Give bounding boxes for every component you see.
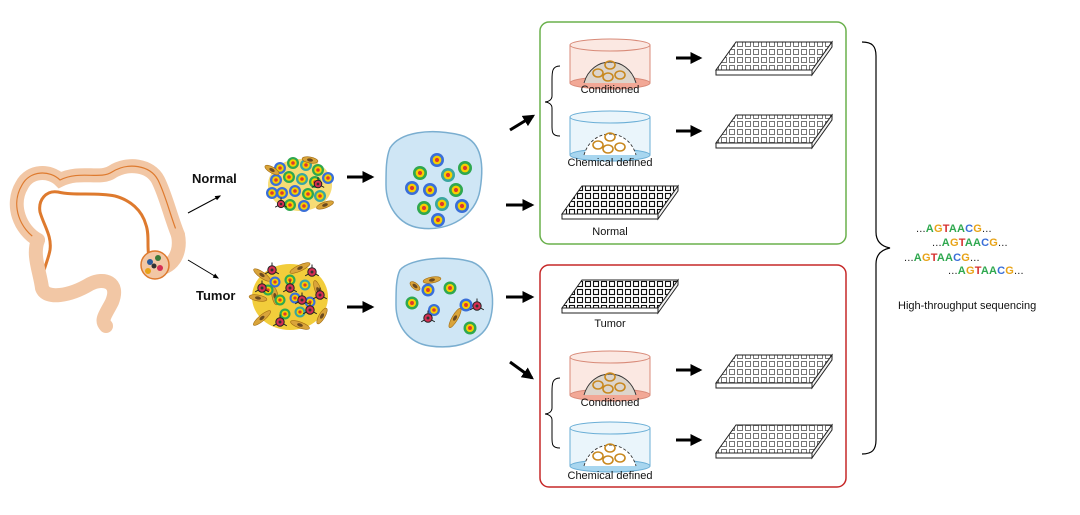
- bottom-conditioned-plate: [715, 353, 833, 390]
- sequence-read-2: ...AGTAACG...: [932, 237, 1008, 249]
- sequence-read-4: ...AGTAACG...: [948, 265, 1024, 277]
- tumor-plate-label: Tumor: [594, 318, 626, 330]
- arrow-colon-normal: [187, 195, 222, 214]
- arrow-torg-cultures: [509, 360, 534, 380]
- bottom-chemical-plate: [715, 423, 833, 460]
- bracket-top: [544, 65, 561, 137]
- arrow-colon-tumor: [187, 259, 220, 279]
- normal-branch-label: Normal: [192, 171, 237, 186]
- tumor-branch-label: Tumor: [196, 288, 236, 303]
- sequencing-label: High-throughput sequencing: [898, 300, 1037, 312]
- normal-cell-cluster: [264, 156, 334, 212]
- tumor-plate: [561, 278, 679, 315]
- top-conditioned-label: Conditioned: [580, 84, 640, 96]
- bottom-chemical-dish: [569, 421, 651, 473]
- bottom-conditioned-label: Conditioned: [580, 397, 640, 409]
- top-chemical-label: Chemical defined: [567, 157, 653, 169]
- top-conditioned-dish: [569, 38, 651, 90]
- normal-plate-label: Normal: [592, 226, 628, 238]
- normal-plate: [561, 184, 679, 221]
- sequence-read-1: ...AGTAACG...: [916, 223, 992, 235]
- tumor-box: [539, 264, 847, 488]
- tumor-organoid: [395, 257, 494, 348]
- sequencing-brace: [861, 41, 891, 455]
- top-chemical-dish: [569, 110, 651, 162]
- colon: [9, 159, 186, 333]
- bottom-chemical-label: Chemical defined: [567, 470, 653, 482]
- tumor-cell-cluster: [248, 262, 328, 330]
- top-conditioned-plate: [715, 40, 833, 77]
- normal-organoid: [385, 130, 483, 230]
- normal-box: [539, 21, 847, 245]
- arrow-norg-cultures: [509, 114, 536, 132]
- bottom-conditioned-dish: [569, 350, 651, 402]
- bracket-bottom: [544, 377, 561, 449]
- top-chemical-plate: [715, 113, 833, 150]
- sequence-read-3: ...AGTAACG...: [904, 252, 980, 264]
